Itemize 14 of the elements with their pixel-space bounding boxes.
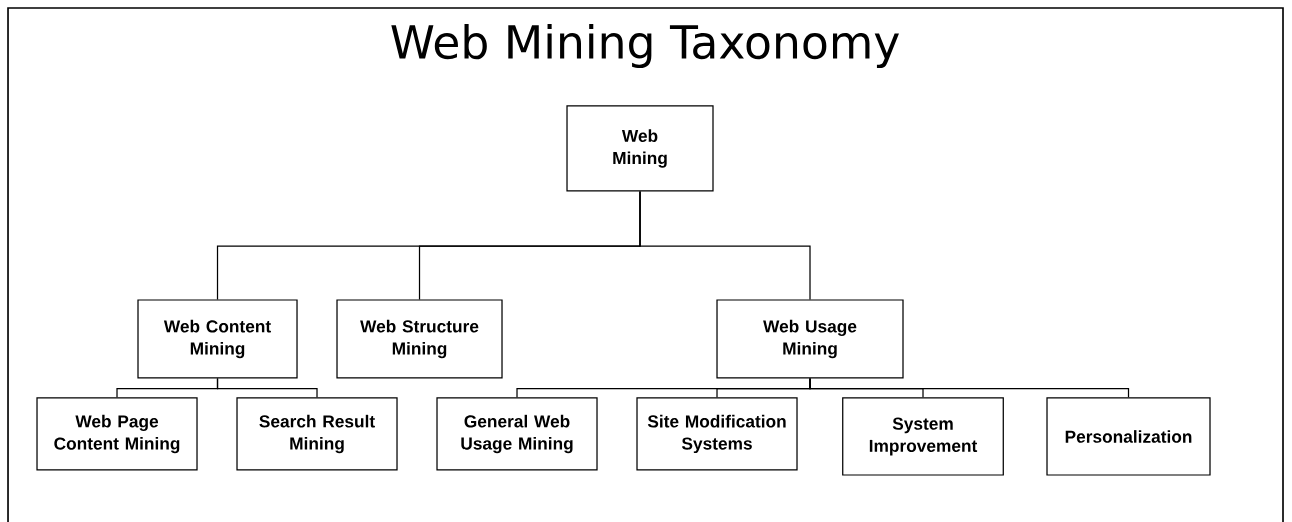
connector-line	[809, 378, 1130, 398]
taxonomy-box: Personalization	[1046, 397, 1211, 476]
title: Web Mining Taxonomy	[391, 23, 899, 69]
taxonomy-box: Web Structure Mining	[336, 299, 503, 379]
taxonomy-box: Web Mining	[566, 105, 714, 192]
taxonomy-box: Search Result Mining	[236, 397, 398, 471]
connector-line	[216, 378, 318, 398]
connector-line	[639, 191, 811, 300]
taxonomy-box: Site Modification Systems	[636, 397, 798, 471]
taxonomy-box: System Improvement	[842, 397, 1004, 476]
taxonomy-box: Web Content Mining	[137, 299, 298, 379]
taxonomy-box: Web Page Content Mining	[36, 397, 198, 471]
taxonomy-box: General Web Usage Mining	[436, 397, 598, 471]
taxonomy-box: Web Usage Mining	[716, 299, 904, 379]
